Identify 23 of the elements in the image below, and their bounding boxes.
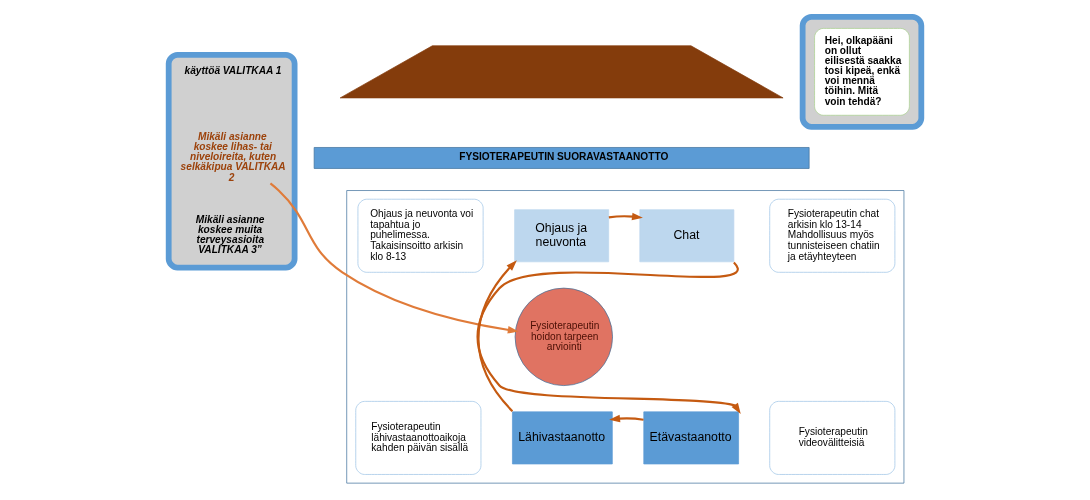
- node-text: Mikäli asianne koskee lihas- tai niveloireita, kuten selkäkipua VALITKAA 2: [180, 131, 286, 183]
- node-box: Fysioterapeutin videovälitteisiä: [769, 401, 896, 475]
- node-box: Hei, olkapääni on ollut eilisestä saakka tosi kipeä, enkä voi mennä töihin. Mitä voin tehdä?: [814, 28, 910, 116]
- node-box: Fysioterapeutin chat arkisin klo 13-14 Mahdollisuus myös tunnisteiseen chatiin ja etäyhteyteen: [769, 198, 896, 273]
- node-trapezium: [339, 45, 784, 99]
- arrow: [609, 414, 644, 423]
- arrow: [476, 262, 741, 414]
- node-box: Fysioterapeutin lähivastaanottoaikoja kahden päivän sisällä: [355, 401, 482, 475]
- cluster: [165, 51, 298, 271]
- node-box: Lähivastaanotto: [512, 411, 613, 465]
- node-box: FYSIOTERAPEUTIN SUORAVASTAANOTTO: [313, 147, 810, 169]
- cluster: [799, 13, 925, 130]
- arrow: [477, 260, 517, 412]
- node-box: Chat: [639, 209, 735, 263]
- node-text: Mikäli asianne koskee muita terveysasioita VALITKAA 3”: [195, 213, 265, 256]
- node-box: Etävastaanotto: [643, 411, 739, 465]
- arrow: [608, 212, 643, 221]
- node-box: Ohjaus ja neuvonta voi tapahtua jo puhelimessa. Takaisinsoitto arkisin klo 8-13: [357, 198, 484, 273]
- node-box: Ohjaus ja neuvonta: [514, 209, 610, 263]
- node-text: käyttöä VALITKAA 1: [184, 64, 282, 76]
- node-circle: Fysioterapeutin hoidon tarpeen arviointi: [514, 287, 613, 386]
- cluster: [346, 190, 905, 484]
- arrow: [269, 182, 519, 334]
